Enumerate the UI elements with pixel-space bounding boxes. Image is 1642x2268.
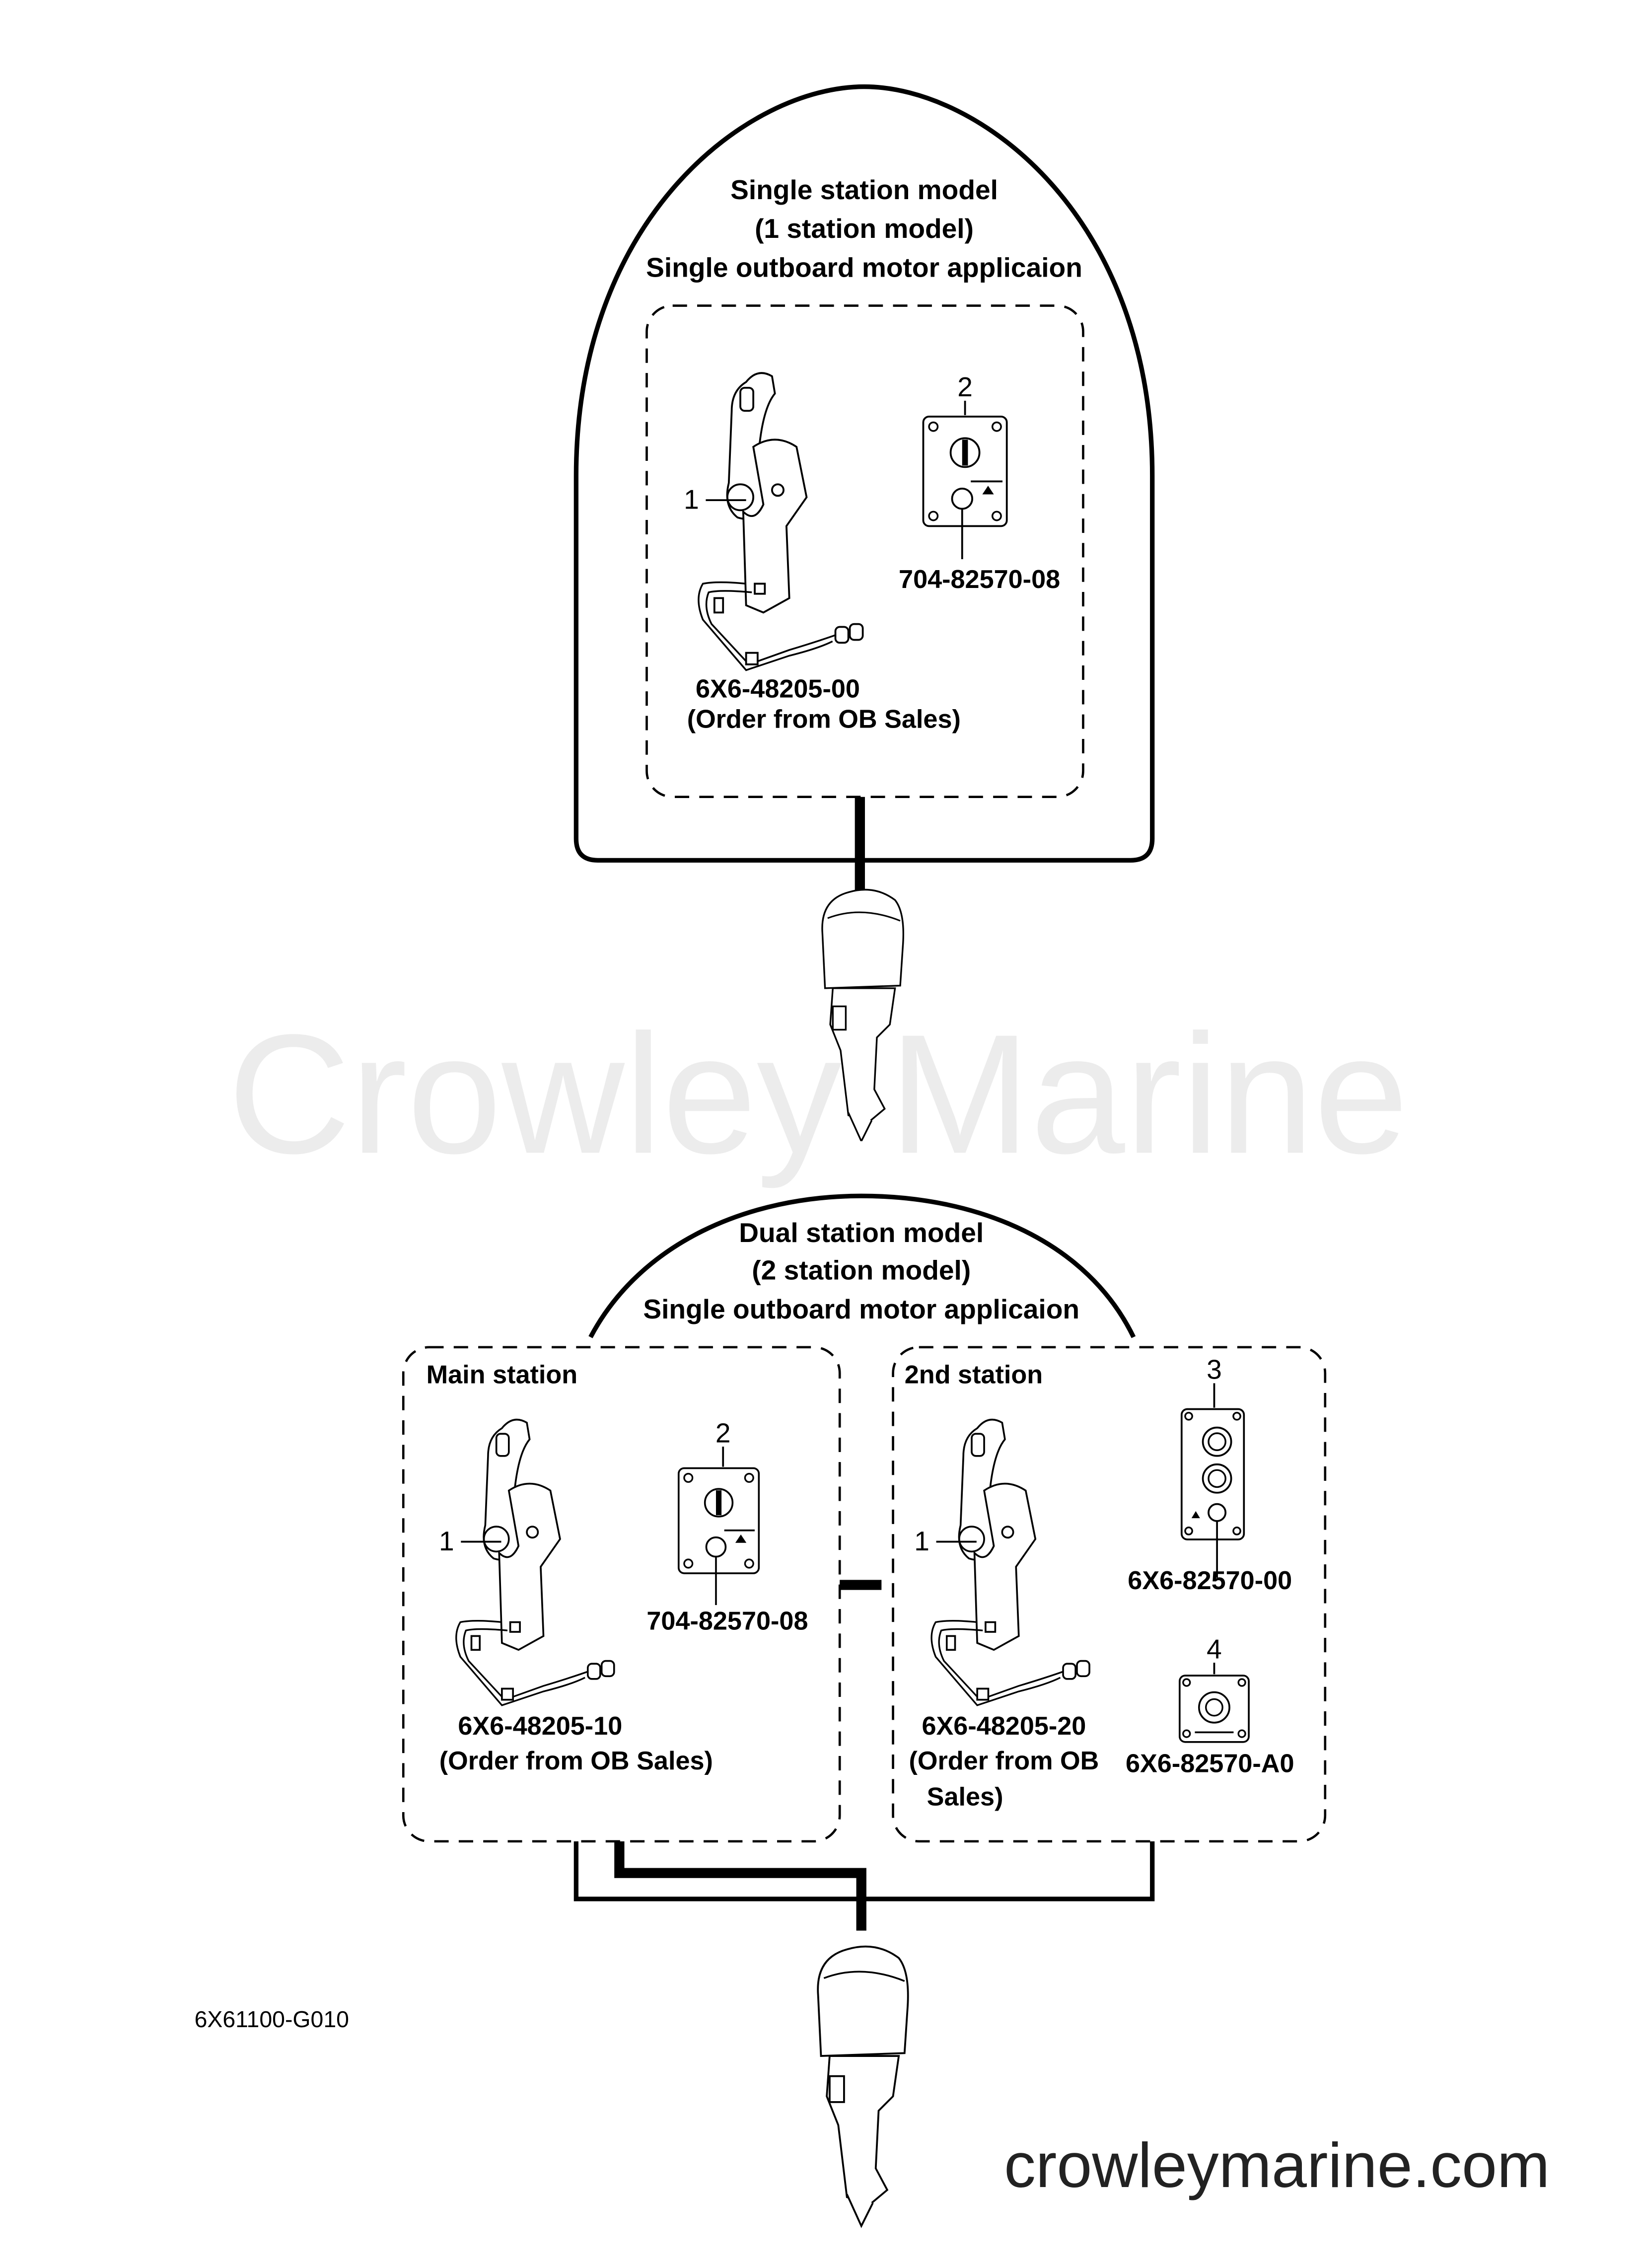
switch-panel-illustration [677,1467,760,1606]
order-note: (Order from OB [909,1747,1099,1775]
main-station-label: Main station [427,1360,578,1389]
remote-control-illustration [455,1418,615,1706]
single-station-subtitle: (1 station model) [755,213,974,244]
ref-number: 1 [684,484,699,515]
dual-switch-panel-illustration [1180,1408,1245,1578]
drawing-code: 6X61100-G010 [195,2006,349,2032]
ref-number: 2 [957,371,973,402]
dual-station-subtitle: (2 station model) [752,1254,971,1285]
harness-connector [614,1841,866,1931]
part-number[interactable]: 704-82570-08 [899,565,1060,594]
single-station-section: Single station model (1 station model) S… [573,84,1155,1142]
single-station-parts-box [645,304,1084,799]
main-station-box [402,1346,841,1843]
order-note: (Order from OB Sales) [687,705,961,733]
ref-number: 2 [715,1417,731,1448]
dual-station-application: Single outboard motor applicaion [643,1294,1079,1324]
single-station-enclosure [573,84,1155,863]
single-station-application: Single outboard motor applicaion [646,252,1082,283]
part-number[interactable]: 6X6-48205-00 [696,675,860,704]
part-number[interactable]: 6X6-48205-10 [458,1712,622,1741]
dual-station-section: Dual station model (2 station model) Sin… [402,1193,1327,2226]
remote-control-illustration [930,1418,1090,1706]
single-station-title: Single station model [730,174,998,205]
ref-number: 4 [1207,1633,1222,1664]
ref-number: 1 [439,1526,454,1556]
order-note: Sales) [927,1782,1003,1811]
part-number[interactable]: 6X6-48205-20 [922,1712,1086,1741]
second-station-box [892,1346,1327,1843]
switch-panel-illustration [922,415,1008,560]
remote-control-illustration [698,372,864,671]
outboard-motor-illustration [818,1947,908,2226]
ref-number: 1 [914,1526,929,1556]
watermark: Crowley Marine [228,999,1409,1190]
single-switch-panel-illustration [1178,1675,1250,1743]
part-number[interactable]: 6X6-82570-00 [1128,1566,1292,1595]
part-number[interactable]: 704-82570-08 [646,1607,808,1635]
dual-station-arch [588,1193,1136,1338]
site-url[interactable]: crowleymarine.com [1004,2130,1550,2201]
order-note: (Order from OB Sales) [439,1747,713,1775]
second-station-label: 2nd station [905,1360,1043,1389]
ref-number: 3 [1207,1354,1222,1385]
part-number[interactable]: 6X6-82570-A0 [1126,1750,1294,1778]
dual-station-title: Dual station model [739,1217,984,1248]
